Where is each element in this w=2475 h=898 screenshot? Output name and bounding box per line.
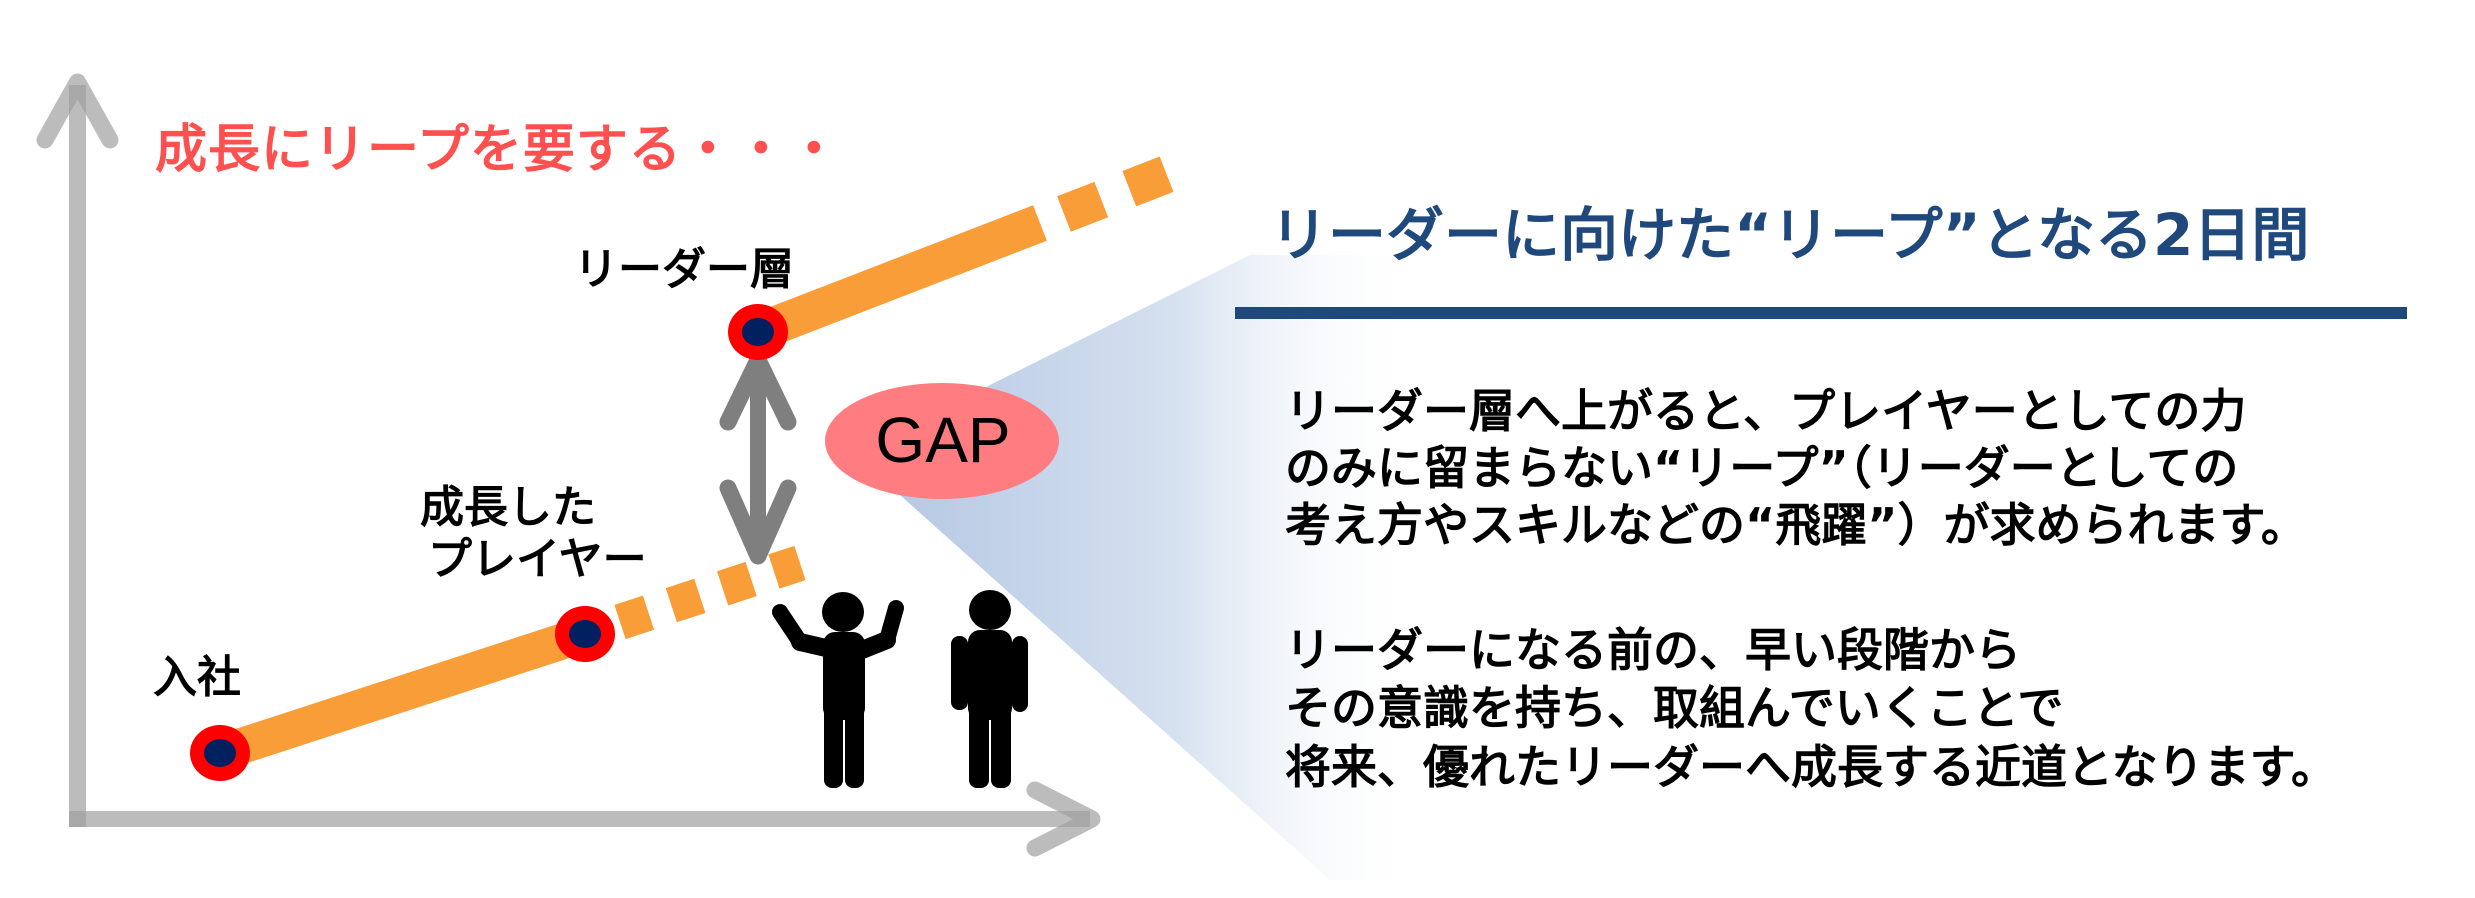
tagline-leap-required: 成長にリープを要する・・・ (155, 120, 841, 180)
growth-line-lower (214, 616, 591, 771)
growth-line-upper (751, 205, 1047, 350)
label-grown-player-line2: プレイヤー (428, 534, 647, 585)
heading-underline (1235, 307, 2407, 319)
node-leader (728, 304, 788, 360)
person-arms-raised-icon (772, 592, 904, 788)
gap-label: GAP (875, 404, 1011, 476)
y-axis-arrow-icon (36, 73, 119, 827)
paragraph1-line: リーダー層へ上がると、プレイヤーとしての力 (1285, 384, 2247, 438)
person-standing-icon (951, 590, 1028, 788)
x-axis-arrow-icon (69, 781, 1101, 857)
growth-line-upper-dashed (1057, 151, 1187, 232)
gap-double-arrow-icon (719, 351, 797, 565)
paragraph1-line: 考え方やスキルなどの“飛躍”）が求められます。 (1285, 498, 2307, 552)
node-join (190, 725, 250, 781)
label-grown-player-line1: 成長した (420, 482, 596, 533)
paragraph2-line: その意識を持ち、取組んでいくことで (1285, 681, 2064, 735)
node-player (555, 606, 615, 662)
paragraph1-line: のみに留まらない“リープ”（リーダーとしての (1285, 441, 2239, 495)
label-join-company: 入社 (153, 652, 241, 703)
paragraph2-line: 将来、優れたリーダーへ成長する近道となります。 (1285, 740, 2338, 794)
gap-bubble (825, 383, 1059, 499)
label-leader-layer: リーダー層 (574, 244, 794, 295)
page-heading: リーダーに向けた“リープ”となる2日間 (1270, 201, 2310, 269)
paragraph2-line: リーダーになる前の、早い段階から (1285, 623, 2021, 677)
